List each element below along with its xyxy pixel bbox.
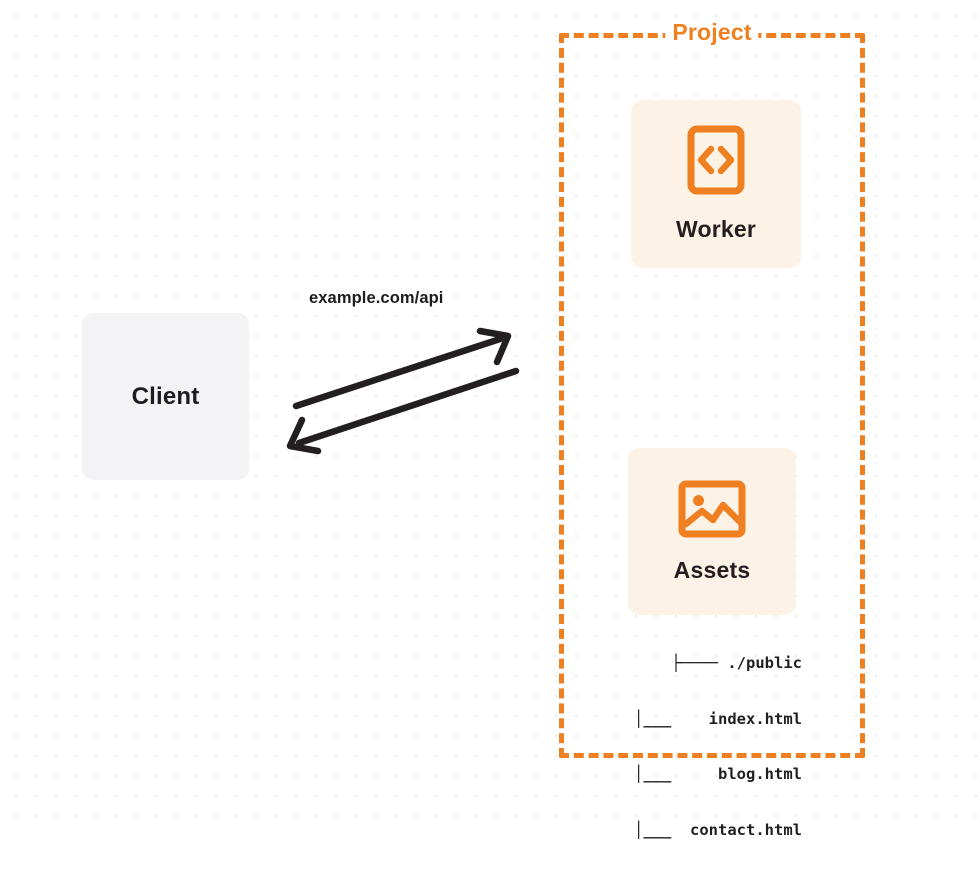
request-arrow [292,327,512,410]
file-tree-row: │___ contact.html [634,820,802,839]
diagram-canvas: Client example.com/api Project Worker [0,0,980,839]
image-icon [678,480,746,543]
assets-file-tree: ├──── ./public │___ index.html │___ blog… [600,617,802,876]
code-brackets-icon [687,125,745,200]
file-tree-row: ├──── ./public [671,654,802,672]
worker-card[interactable]: Worker [631,100,801,268]
assets-card-label: Assets [673,556,751,583]
client-node[interactable]: Client [82,313,249,480]
file-tree-row: │___ index.html [634,709,802,728]
worker-card-label: Worker [675,216,757,242]
response-arrow [286,367,520,455]
project-group: Project [559,18,865,758]
client-node-label: Client [131,382,200,410]
project-title: Project [665,18,759,46]
assets-card[interactable]: Assets [628,448,796,615]
edge-label-request: example.com/api [309,289,444,307]
file-tree-row: │___ blog.html [634,765,802,783]
